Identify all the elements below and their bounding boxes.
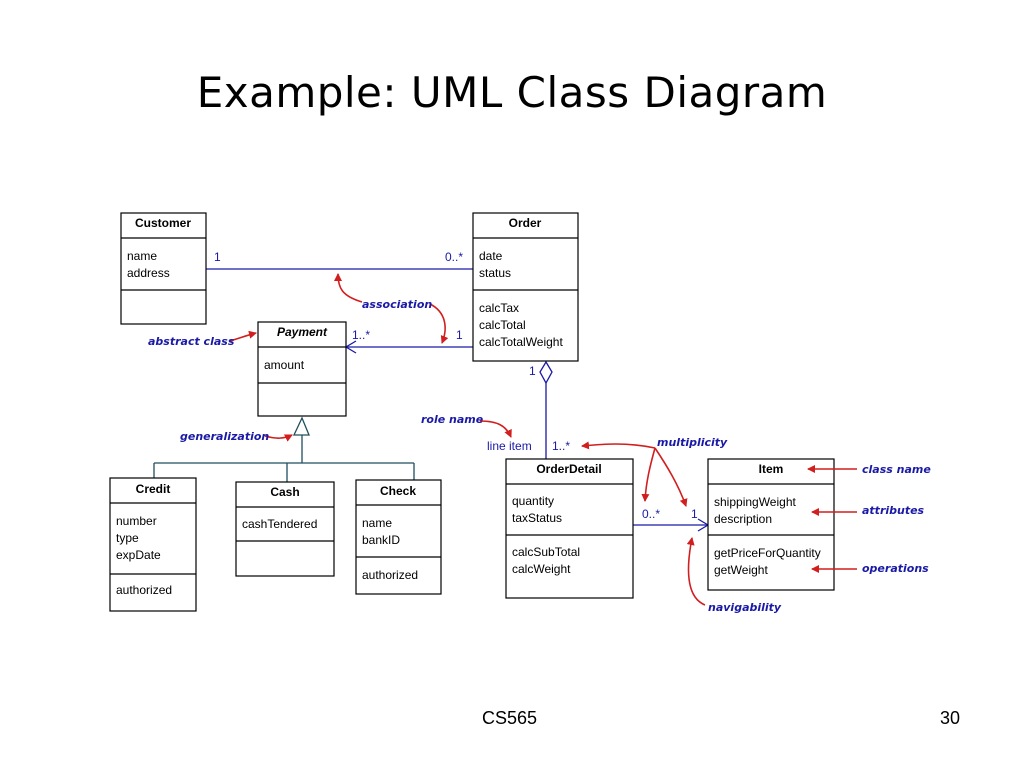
attribute-shippingweight: shippingWeight bbox=[714, 495, 796, 509]
operation-calctax: calcTax bbox=[479, 301, 519, 315]
mult-order-aggregation-end: 1 bbox=[529, 364, 536, 378]
annotation-role-name: role name bbox=[421, 413, 484, 426]
class-name-payment: Payment bbox=[277, 325, 328, 339]
annotation-arrow-multiplicity-1 bbox=[581, 441, 656, 450]
class-check: Check name bankID authorized bbox=[355, 479, 442, 595]
operation-authorized: authorized bbox=[116, 583, 172, 597]
annotation-association: association bbox=[362, 298, 432, 311]
mult-detail-item-end: 0..* bbox=[642, 507, 660, 521]
multiplicity-labels: 1 0..* 1..* 1 1 1..* 0..* 1 line item bbox=[214, 250, 698, 521]
class-customer: Customer name address bbox=[120, 212, 207, 325]
class-name-orderdetail: OrderDetail bbox=[536, 462, 601, 476]
footer-page-number: 30 bbox=[940, 708, 961, 728]
attribute-taxstatus: taxStatus bbox=[512, 511, 562, 525]
annotation-arrow-generalization bbox=[264, 434, 293, 442]
annotation-multiplicity: multiplicity bbox=[657, 436, 728, 449]
class-order: Order date status calcTax calcTotal calc… bbox=[472, 212, 579, 362]
mult-order-payment-end: 1 bbox=[456, 328, 463, 342]
annotation-navigability: navigability bbox=[708, 601, 782, 614]
attribute-bankid: bankID bbox=[362, 533, 400, 547]
aggregation-diamond bbox=[539, 360, 553, 385]
attribute-type: type bbox=[116, 531, 139, 545]
relationship-lines bbox=[153, 268, 710, 532]
class-name-item: Item bbox=[759, 462, 784, 476]
attribute-address: address bbox=[127, 266, 170, 280]
attribute-name: name bbox=[127, 249, 157, 263]
class-name-order: Order bbox=[509, 216, 542, 230]
footer-course: CS565 bbox=[482, 708, 538, 728]
class-payment: Payment amount bbox=[257, 321, 347, 417]
mult-item-end: 1 bbox=[691, 507, 698, 521]
operation-getpriceforquantity: getPriceForQuantity bbox=[714, 546, 821, 560]
attribute-status: status bbox=[479, 266, 511, 280]
class-item: Item shippingWeight description getPrice… bbox=[707, 458, 835, 591]
class-name-customer: Customer bbox=[135, 216, 191, 230]
operation-calctotalweight: calcTotalWeight bbox=[479, 335, 563, 349]
attribute-number: number bbox=[116, 514, 157, 528]
annotation-class-name: class name bbox=[862, 463, 931, 476]
attribute-date: date bbox=[479, 249, 503, 263]
mult-customer-end: 1 bbox=[214, 250, 221, 264]
slide-title: Example: UML Class Diagram bbox=[196, 68, 828, 117]
attribute-quantity: quantity bbox=[512, 494, 554, 508]
annotation-abstract-class: abstract class bbox=[148, 335, 235, 348]
annotation-arrow-association bbox=[334, 273, 363, 303]
annotation-operations: operations bbox=[862, 562, 929, 575]
class-cash: Cash cashTendered bbox=[235, 481, 335, 577]
attribute-name: name bbox=[362, 516, 392, 530]
mult-payment-end: 1..* bbox=[352, 328, 370, 342]
attribute-cashtendered: cashTendered bbox=[242, 517, 317, 531]
class-orderdetail: OrderDetail quantity taxStatus calcSubTo… bbox=[505, 458, 634, 599]
annotation-attributes: attributes bbox=[862, 504, 925, 517]
annotation-arrow-multiplicity-2 bbox=[641, 447, 656, 502]
annotation-labels: association abstract class generalizatio… bbox=[148, 298, 931, 614]
annotation-arrow-navigability bbox=[686, 537, 706, 606]
mult-order-end: 0..* bbox=[445, 250, 463, 264]
annotation-generalization: generalization bbox=[180, 430, 269, 443]
annotation-arrow-role-name bbox=[479, 420, 512, 438]
operation-calcweight: calcWeight bbox=[512, 562, 571, 576]
annotations bbox=[229, 273, 857, 606]
annotation-arrow-multiplicity-3 bbox=[654, 447, 688, 507]
attribute-amount: amount bbox=[264, 358, 305, 372]
generalization-triangle bbox=[292, 416, 310, 436]
operation-calctotal: calcTotal bbox=[479, 318, 526, 332]
operation-getweight: getWeight bbox=[714, 563, 768, 577]
operation-calcsubtotal: calcSubTotal bbox=[512, 545, 580, 559]
class-name-credit: Credit bbox=[136, 482, 171, 496]
class-name-cash: Cash bbox=[270, 485, 299, 499]
mult-detail-aggregation-end: 1..* bbox=[552, 439, 570, 453]
annotation-arrow-association-2 bbox=[429, 303, 449, 344]
attribute-description: description bbox=[714, 512, 772, 526]
class-credit: Credit number type expDate authorized bbox=[109, 477, 197, 612]
class-name-check: Check bbox=[380, 484, 416, 498]
annotation-arrow-abstract-class bbox=[229, 330, 257, 342]
operation-authorized: authorized bbox=[362, 568, 418, 582]
role-name-label: line item bbox=[487, 439, 532, 453]
attribute-expdate: expDate bbox=[116, 548, 161, 562]
